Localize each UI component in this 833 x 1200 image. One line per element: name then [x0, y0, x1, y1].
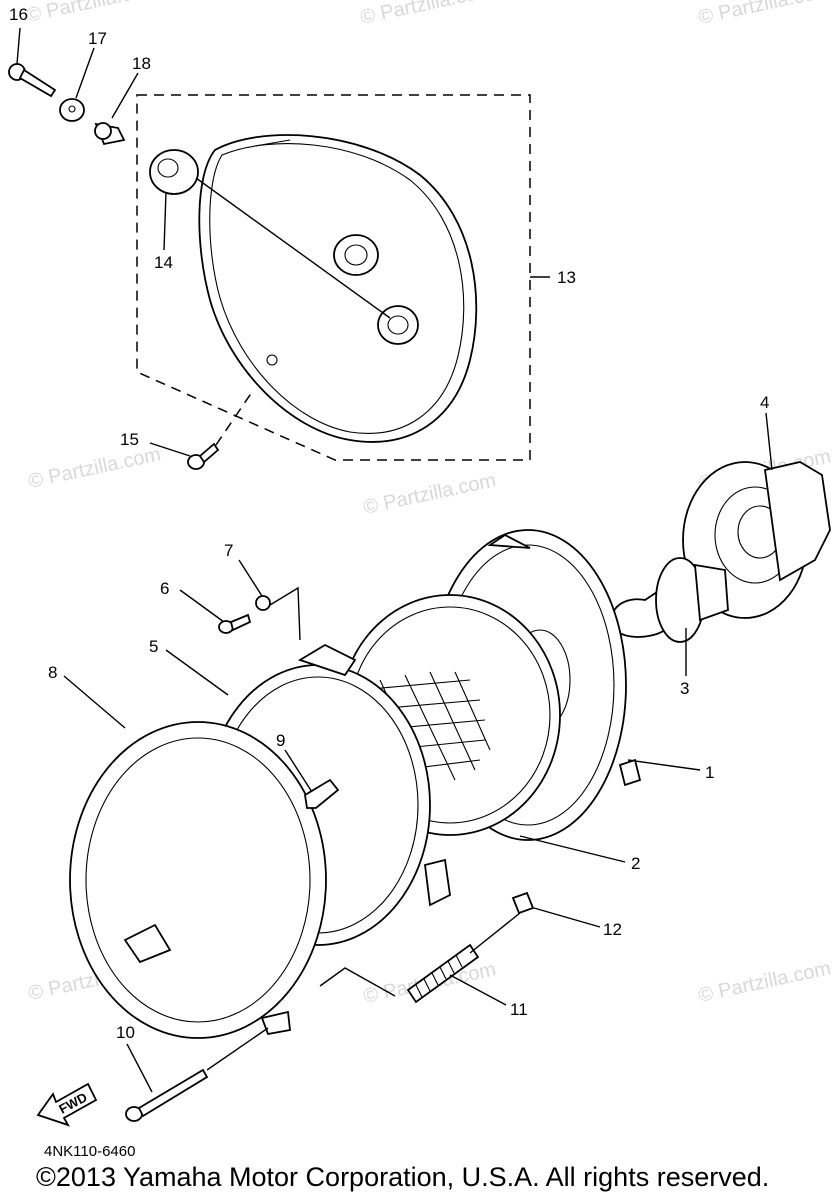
leader-lines — [16, 27, 773, 1093]
callout-1: 1 — [705, 763, 714, 782]
part-12-nut — [511, 891, 535, 915]
callout-12: 12 — [603, 920, 622, 939]
callout-17: 17 — [88, 29, 107, 48]
callout-15: 15 — [120, 430, 139, 449]
callout-10: 10 — [116, 1023, 135, 1042]
callout-2: 2 — [631, 854, 640, 873]
part-8-trim-ring — [69, 721, 327, 1039]
part-13-housing-shell — [198, 134, 478, 443]
watermark-top-right: © Partzilla.com — [696, 0, 832, 29]
copyright-notice: ©2013 Yamaha Motor Corporation, U.S.A. A… — [36, 1162, 770, 1192]
callout-6: 6 — [160, 579, 169, 598]
assembly-13-outline — [136, 94, 531, 461]
callout-labels: 16 17 18 14 13 15 4 7 6 5 8 3 9 1 2 12 1… — [9, 5, 769, 1042]
assembly-lines — [206, 586, 521, 1071]
callout-16: 16 — [9, 5, 28, 24]
callout-13: 13 — [557, 268, 576, 287]
part-10-bolt — [125, 1068, 209, 1122]
callout-18: 18 — [132, 54, 151, 73]
callout-8: 8 — [48, 663, 57, 682]
part-15-screw — [187, 442, 220, 470]
part-7-nut — [255, 595, 271, 611]
part-18-collar — [94, 122, 126, 146]
diagram-code: 4NK110-6460 — [44, 1143, 136, 1160]
callout-9: 9 — [276, 731, 285, 750]
watermark-low-right: © Partzilla.com — [696, 957, 832, 1007]
watermark-top-center: © Partzilla.com — [358, 0, 494, 29]
part-3-bulb — [610, 557, 729, 643]
part-16-screw — [8, 63, 57, 98]
part-6-screw — [218, 613, 252, 634]
callout-7: 7 — [224, 541, 233, 560]
watermark-top-left: © Partzilla.com — [24, 0, 160, 27]
part-17-washer — [59, 98, 85, 122]
watermark-mid-center: © Partzilla.com — [361, 469, 497, 519]
part-9-clip — [304, 778, 340, 809]
part-11-spring — [406, 943, 480, 1004]
part-14-grommet — [149, 149, 199, 195]
watermark-mid-left: © Partzilla.com — [26, 443, 162, 493]
callout-14: 14 — [154, 253, 173, 272]
callout-11: 11 — [510, 1000, 528, 1019]
callout-4: 4 — [760, 393, 769, 412]
callout-5: 5 — [149, 637, 158, 656]
callout-3: 3 — [680, 679, 689, 698]
fwd-arrow-icon: FWD — [36, 1082, 98, 1127]
